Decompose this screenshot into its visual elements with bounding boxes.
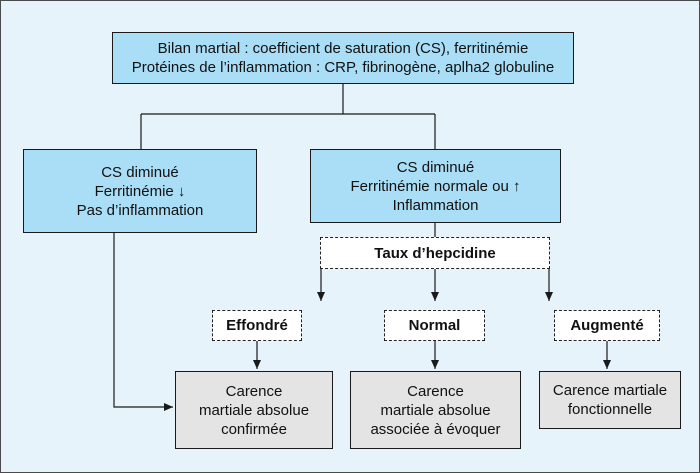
result-1-line-3: confirmée xyxy=(221,420,287,438)
result-box-carence-absolue-confirmee: Carence martiale absolue confirmée xyxy=(175,371,333,449)
top-box-bilan: Bilan martial : coefficient de saturatio… xyxy=(112,32,574,84)
top-box-line-1: Bilan martial : coefficient de saturatio… xyxy=(157,40,529,57)
left-box-line-3: Pas d’inflammation xyxy=(76,201,204,219)
right-box-inflammation: CS diminué Ferritinémie normale ou ↑ Inf… xyxy=(310,149,561,223)
top-box-line-2: Protéines de l’inflammation : CRP, fibri… xyxy=(131,59,555,76)
result-2-line-3: associée à évoquer xyxy=(370,420,501,438)
right-box-line-3: Inflammation xyxy=(392,196,479,214)
right-box-line-1: CS diminué xyxy=(396,158,475,176)
arrow-left-to-result xyxy=(113,233,173,411)
left-box-line-1: CS diminué xyxy=(101,163,179,181)
result-1-line-1: Carence xyxy=(225,382,283,400)
result-2-line-1: Carence xyxy=(407,382,464,400)
level-effondre-label: Effondré xyxy=(226,317,288,334)
level-augmente-label: Augmenté xyxy=(570,317,644,334)
left-box-absence-inflammation: CS diminué Ferritinémie ↓ Pas d’inflamma… xyxy=(23,149,257,233)
level-box-normal: Normal xyxy=(384,310,485,341)
hepcidine-label: Taux d’hepcidine xyxy=(374,244,496,262)
result-1-line-2: martiale absolue xyxy=(198,401,310,419)
result-3-line-1: Carence martiale xyxy=(552,382,668,399)
result-box-carence-absolue-evoquer: Carence martiale absolue associée à évoq… xyxy=(350,371,521,449)
left-box-line-2: Ferritinémie ↓ xyxy=(94,182,186,200)
hepcidine-box: Taux d’hepcidine xyxy=(320,237,550,269)
right-box-line-2: Ferritinémie normale ou ↑ xyxy=(350,177,521,195)
level-box-effondre: Effondré xyxy=(212,310,302,341)
result-3-line-2: fonctionnelle xyxy=(567,401,653,418)
result-2-line-2: martiale absolue xyxy=(380,401,491,419)
result-box-carence-fonctionnelle: Carence martiale fonctionnelle xyxy=(539,371,681,429)
level-box-augmente: Augmenté xyxy=(554,310,660,341)
level-normal-label: Normal xyxy=(408,317,461,334)
